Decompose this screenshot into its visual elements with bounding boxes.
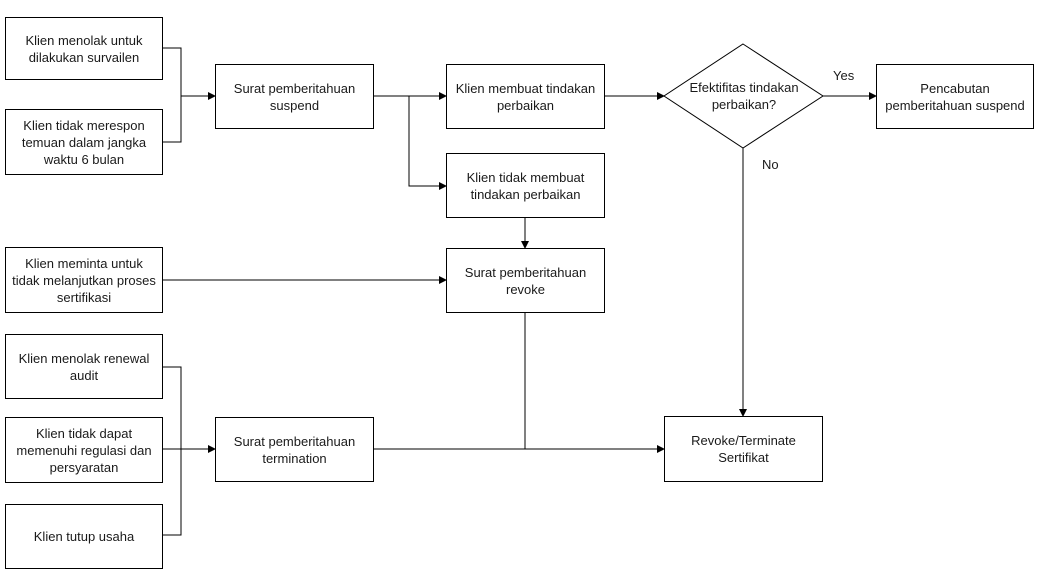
node-no-corrective-action: Klien tidak membuat tindakan perbaikan	[446, 153, 605, 218]
node-corrective-action: Klien membuat tindakan perbaikan	[446, 64, 605, 129]
node-refuse-renewal: Klien menolak renewal audit	[5, 334, 163, 399]
node-close-business: Klien tutup usaha	[5, 504, 163, 569]
node-refuse-surveillance: Klien menolak untuk dilakukan survailen	[5, 17, 163, 80]
node-label: Surat pemberitahuan revoke	[464, 264, 587, 297]
yes-label: Yes	[833, 68, 855, 83]
connector-survailen	[162, 47, 182, 143]
node-label: Klien tidak merespon temuan dalam jangka…	[21, 117, 147, 167]
decision-text: Efektifitas tindakan perbaikan?	[689, 80, 799, 112]
node-suspend-revocation: Pencabutan pemberitahuan suspend	[876, 64, 1034, 129]
node-label: Klien meminta untuk tidak melanjutkan pr…	[12, 255, 156, 305]
node-label: Klien menolak renewal audit	[18, 350, 150, 383]
node-label: Klien tutup usaha	[33, 529, 135, 544]
node-label: Surat pemberitahuan suspend	[233, 80, 356, 113]
node-not-meet-regulation: Klien tidak dapat memenuhi regulasi dan …	[5, 417, 163, 483]
node-revoke-letter: Surat pemberitahuan revoke	[446, 248, 605, 313]
connector-termination-bracket	[162, 366, 182, 536]
node-label: Klien membuat tindakan perbaikan	[455, 80, 596, 113]
node-label: Klien menolak untuk dilakukan survailen	[25, 32, 143, 65]
node-termination-letter: Surat pemberitahuan termination	[215, 417, 374, 482]
node-label: Klien tidak membuat tindakan perbaikan	[466, 169, 585, 202]
node-label: Surat pemberitahuan termination	[233, 433, 356, 466]
node-label: Pencabutan pemberitahuan suspend	[885, 80, 1025, 113]
connector-suspend-no-corrective	[408, 96, 447, 190]
node-suspend-letter: Surat pemberitahuan suspend	[215, 64, 374, 129]
node-request-stop: Klien meminta untuk tidak melanjutkan pr…	[5, 247, 163, 313]
decision-label: Efektifitas tindakan perbaikan?	[684, 70, 804, 122]
decision-diamond	[663, 43, 824, 149]
node-revoke-terminate: Revoke/Terminate Sertifikat	[664, 416, 823, 482]
node-no-response: Klien tidak merespon temuan dalam jangka…	[5, 109, 163, 175]
node-label: Klien tidak dapat memenuhi regulasi dan …	[16, 425, 152, 475]
node-label: Revoke/Terminate Sertifikat	[691, 433, 796, 465]
no-label: No	[762, 157, 779, 172]
